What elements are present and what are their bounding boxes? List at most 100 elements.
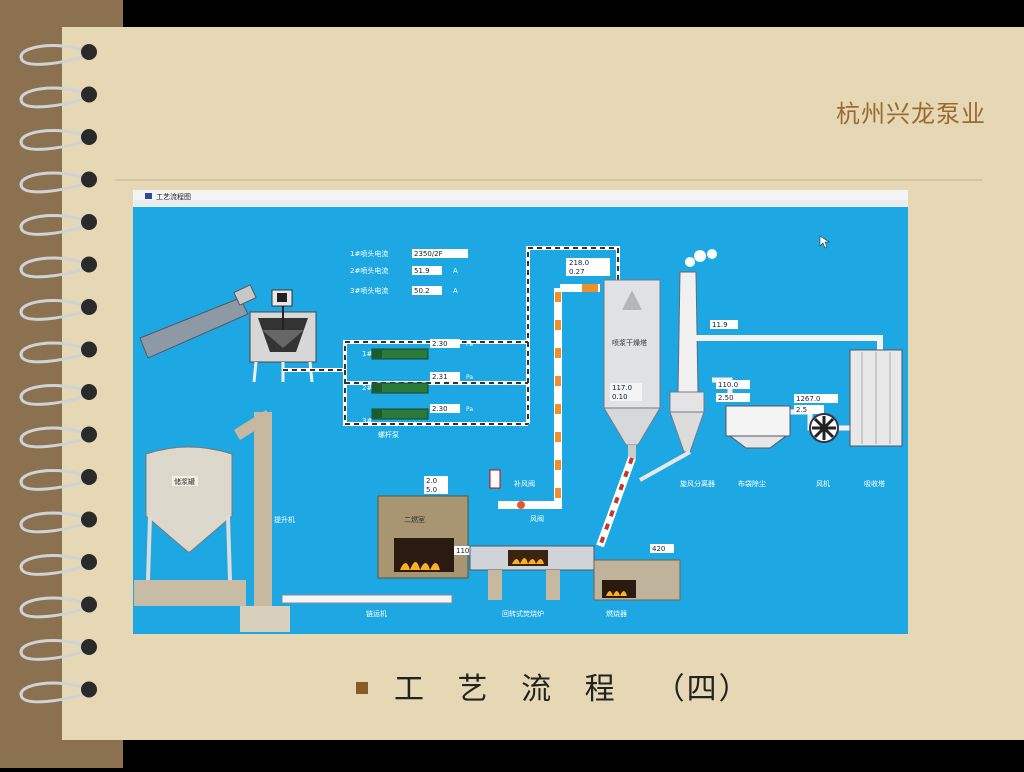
binding-ring xyxy=(19,426,89,449)
tower-top-value-1: 218.0 xyxy=(569,259,589,267)
svg-text:Pa: Pa xyxy=(466,374,473,381)
absorber-tower: 吸收塔 xyxy=(849,349,903,488)
binding-hole xyxy=(81,426,97,443)
binding-ring xyxy=(19,256,89,279)
slide-caption: 工 艺 流 程 （四） xyxy=(356,664,751,708)
binding-hole xyxy=(81,171,97,188)
binding-ring xyxy=(19,511,89,534)
binding-ring xyxy=(19,639,89,661)
nozzle-label-1: 1#喷头电流 xyxy=(350,249,388,258)
pump-value-1: 2.30 xyxy=(432,340,448,348)
brand-title: 杭州兴龙泵业 xyxy=(836,100,986,128)
storage-tank-label: 储浆罐 xyxy=(174,477,195,486)
screw-pumps: 1# 2.30 Pa 2# 2.31 Pa 3# xyxy=(362,339,473,439)
binding-hole xyxy=(81,341,97,358)
binding-hole xyxy=(81,554,97,570)
hot-air-duct: 补风阀 风阀 xyxy=(489,284,600,523)
chimney: 烟囱 11.9 xyxy=(677,249,738,401)
chamber-value-1: 2.0 xyxy=(426,477,437,485)
storage-tank: 储浆罐 xyxy=(134,446,246,606)
bag-filter: 布袋除尘 xyxy=(725,405,791,488)
svg-text:1#: 1# xyxy=(362,350,372,358)
caption-title: 工 艺 流 程 xyxy=(394,672,627,707)
window-title: 工艺流程图 xyxy=(156,192,191,201)
tower-mid-value-2: 0.10 xyxy=(612,393,628,401)
binding-ring xyxy=(19,469,89,491)
binding-hole xyxy=(81,129,97,145)
burner: 420 燃烧器 xyxy=(593,544,681,618)
binding-hole xyxy=(81,511,97,528)
svg-text:3#: 3# xyxy=(362,417,372,425)
cyclone-separator: 旋风分离器 110.0 2.50 xyxy=(669,380,750,488)
binding-ring xyxy=(19,129,89,151)
binding-hole xyxy=(81,299,97,315)
screw-pump-3: 3# 2.30 Pa xyxy=(362,404,473,425)
bucket-elevator: 提升机 xyxy=(234,410,295,632)
separator-value-1: 110.0 xyxy=(718,381,738,389)
binding-hole xyxy=(81,256,97,273)
binding-ring xyxy=(19,44,89,66)
cyclone-label: 旋风分离器 xyxy=(680,479,715,488)
chimney-value: 11.9 xyxy=(712,321,728,329)
screw-pump-label: 螺杆泵 xyxy=(378,430,399,439)
nozzle-value-2: 51.9 xyxy=(414,267,430,275)
binding-hole xyxy=(81,384,97,400)
tower-mid-value-1: 117.0 xyxy=(612,384,632,392)
svg-text:Pa: Pa xyxy=(466,341,473,348)
kiln-label: 回转式焚烧炉 xyxy=(502,609,544,618)
binding-ring xyxy=(19,681,89,704)
binding-hole xyxy=(81,44,97,60)
secondary-chamber: 2.0 5.0 二燃室 xyxy=(377,476,469,579)
fan-label: 风机 xyxy=(816,479,830,488)
binding-ring xyxy=(19,384,89,406)
binding-hole xyxy=(81,596,97,613)
bag-filter-label: 布袋除尘 xyxy=(738,479,766,488)
air-valve-label: 风阀 xyxy=(530,514,544,523)
slurry-pipes xyxy=(283,246,620,426)
binding-ring xyxy=(19,554,89,576)
nozzle-unit-2: A xyxy=(453,267,458,275)
bullet-icon xyxy=(356,682,368,694)
nozzle-value-3: 50.2 xyxy=(414,287,430,295)
process-screen: 工艺流程图 1#喷头电流 2350/2F 2#喷头电流 51.9 A 3#喷头电… xyxy=(133,190,908,634)
spray-drying-tower: 218.0 0.27 喷浆干燥塔 117.0 0.10 xyxy=(566,258,661,459)
binding-ring xyxy=(19,341,89,364)
svg-text:2#: 2# xyxy=(362,384,372,392)
chain-conveyor: 链运机 xyxy=(281,594,453,618)
screw-pump-1: 1# 2.30 Pa xyxy=(362,339,473,360)
exhaust-pipe xyxy=(696,335,883,352)
pump-value-2: 2.31 xyxy=(432,373,448,381)
nozzle-label-3: 3#喷头电流 xyxy=(350,286,388,295)
chamber-label: 二燃室 xyxy=(404,515,425,524)
tower-top-value-2: 0.27 xyxy=(569,268,585,276)
separator-value-2: 2.50 xyxy=(718,394,734,402)
screw-pump-2: 2# 2.31 Pa xyxy=(362,372,473,394)
binding-hole xyxy=(81,86,97,103)
binding-hole xyxy=(81,469,97,485)
binding-hole xyxy=(81,681,97,698)
binding-ring xyxy=(19,214,89,236)
spiral-binding xyxy=(19,44,97,704)
conveyor-label: 链运机 xyxy=(366,609,387,618)
absorber-label: 吸收塔 xyxy=(864,479,885,488)
binding-ring xyxy=(19,86,89,109)
fan: 1267.0 2.5 风机 xyxy=(794,394,839,488)
caption-subtitle: （四） xyxy=(654,672,751,707)
mixing-tank xyxy=(249,306,317,383)
binding-ring xyxy=(19,596,89,619)
makeup-valve-label: 补风阀 xyxy=(514,479,535,488)
chamber-value-2: 5.0 xyxy=(426,486,437,494)
binding-hole xyxy=(81,214,97,230)
fan-value-2: 2.5 xyxy=(796,406,807,414)
tower-label: 喷浆干燥塔 xyxy=(612,338,647,347)
nozzle-label-2: 2#喷头电流 xyxy=(350,266,388,275)
svg-text:Pa: Pa xyxy=(466,406,473,413)
pump-value-3: 2.30 xyxy=(432,405,448,413)
nozzle-readouts: 1#喷头电流 2350/2F 2#喷头电流 51.9 A 3#喷头电流 50.2… xyxy=(350,249,468,295)
nozzle-unit-3: A xyxy=(453,287,458,295)
nozzle-value-1: 2350/2F xyxy=(414,250,443,258)
heater-label: 燃烧器 xyxy=(606,609,627,618)
kiln-value: 110 xyxy=(456,547,469,555)
